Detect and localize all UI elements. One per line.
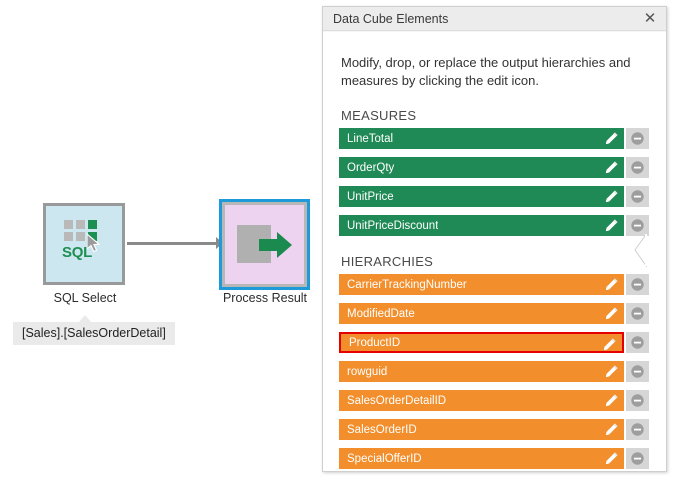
element-label: SalesOrderID	[347, 423, 417, 436]
minus-circle-icon[interactable]	[631, 394, 644, 407]
panel-body: Modify, drop, or replace the output hier…	[323, 32, 666, 471]
element-chip[interactable]: SalesOrderDetailID	[339, 390, 624, 411]
remove-element-button[interactable]	[626, 332, 649, 353]
pencil-icon[interactable]	[604, 306, 619, 321]
pencil-icon[interactable]	[604, 422, 619, 437]
remove-element-button[interactable]	[626, 448, 649, 469]
sql-select-node-label: SQL Select	[53, 291, 117, 305]
element-chip[interactable]: rowguid	[339, 361, 624, 382]
connector-line	[127, 242, 219, 245]
pencil-icon[interactable]	[604, 277, 619, 292]
sql-select-tooltip: [Sales].[SalesOrderDetail]	[13, 322, 175, 345]
element-chip[interactable]: CarrierTrackingNumber	[339, 274, 624, 295]
element-label: UnitPriceDiscount	[347, 219, 439, 232]
remove-element-button[interactable]	[626, 390, 649, 411]
process-export-arrow-icon	[236, 223, 293, 267]
element-label: LineTotal	[347, 132, 394, 145]
pencil-icon[interactable]	[604, 218, 619, 233]
element-label: UnitPrice	[347, 190, 394, 203]
element-chip[interactable]: SalesOrderID	[339, 419, 624, 440]
element-row[interactable]: CarrierTrackingNumber	[339, 274, 649, 295]
minus-circle-icon[interactable]	[631, 190, 644, 203]
pencil-icon[interactable]	[604, 393, 619, 408]
green-arrow-icon	[258, 231, 292, 258]
element-row[interactable]: UnitPrice	[339, 186, 649, 207]
process-result-node-label: Process Result	[222, 291, 308, 305]
pencil-icon[interactable]	[604, 189, 619, 204]
remove-element-button[interactable]	[626, 274, 649, 295]
panel-title: Data Cube Elements	[333, 12, 449, 26]
pencil-icon[interactable]	[604, 451, 619, 466]
element-row[interactable]: UnitPriceDiscount	[339, 215, 649, 236]
element-row[interactable]: rowguid	[339, 361, 649, 382]
panel-description: Modify, drop, or replace the output hier…	[341, 55, 631, 88]
connector-arrowhead	[216, 237, 223, 249]
minus-circle-icon[interactable]	[631, 132, 644, 145]
element-row[interactable]: ProductID	[339, 332, 649, 353]
element-label: SalesOrderDetailID	[347, 394, 447, 407]
element-label: OrderQty	[347, 161, 395, 174]
remove-element-button[interactable]	[626, 128, 649, 149]
element-label: SpecialOfferID	[347, 452, 422, 465]
minus-circle-icon[interactable]	[631, 278, 644, 291]
section-title-measures: MEASURES	[341, 108, 417, 123]
minus-circle-icon[interactable]	[631, 219, 644, 232]
element-row[interactable]: OrderQty	[339, 157, 649, 178]
pencil-icon[interactable]	[604, 160, 619, 175]
pencil-icon[interactable]	[602, 337, 617, 352]
remove-element-button[interactable]	[626, 419, 649, 440]
remove-element-button[interactable]	[626, 215, 649, 236]
minus-circle-icon[interactable]	[631, 452, 644, 465]
element-row[interactable]: SalesOrderDetailID	[339, 390, 649, 411]
pencil-icon[interactable]	[604, 131, 619, 146]
panel-pointer-notch	[634, 233, 647, 267]
process-result-node-box[interactable]	[219, 199, 310, 290]
remove-element-button[interactable]	[626, 361, 649, 382]
element-chip[interactable]: OrderQty	[339, 157, 624, 178]
section-title-hierarchies: HIERARCHIES	[341, 254, 434, 269]
element-label: CarrierTrackingNumber	[347, 278, 467, 291]
minus-circle-icon[interactable]	[631, 307, 644, 320]
remove-element-button[interactable]	[626, 157, 649, 178]
minus-circle-icon[interactable]	[631, 336, 644, 349]
remove-element-button[interactable]	[626, 186, 649, 207]
element-row[interactable]: LineTotal	[339, 128, 649, 149]
cursor-arrow-icon	[87, 234, 101, 253]
element-row[interactable]: SalesOrderID	[339, 419, 649, 440]
sql-icon-text: SQL	[62, 244, 92, 261]
element-label: ModifiedDate	[347, 307, 415, 320]
close-icon[interactable]: ✕	[643, 10, 657, 27]
minus-circle-icon[interactable]	[631, 423, 644, 436]
remove-element-button[interactable]	[626, 303, 649, 324]
element-label: ProductID	[349, 336, 401, 349]
element-chip[interactable]: ProductID	[339, 332, 624, 353]
minus-circle-icon[interactable]	[631, 365, 644, 378]
data-cube-elements-panel: Data Cube Elements ✕ Modify, drop, or re…	[322, 6, 667, 472]
element-chip[interactable]: UnitPrice	[339, 186, 624, 207]
element-label: rowguid	[347, 365, 388, 378]
element-row[interactable]: SpecialOfferID	[339, 448, 649, 469]
sql-grid-cursor-icon: SQL	[60, 218, 108, 270]
element-chip[interactable]: LineTotal	[339, 128, 624, 149]
pencil-icon[interactable]	[604, 364, 619, 379]
element-chip[interactable]: SpecialOfferID	[339, 448, 624, 469]
element-row[interactable]: ModifiedDate	[339, 303, 649, 324]
sql-select-node-box[interactable]: SQL	[43, 203, 125, 285]
tooltip-arrow	[78, 315, 92, 323]
element-chip[interactable]: UnitPriceDiscount	[339, 215, 624, 236]
element-chip[interactable]: ModifiedDate	[339, 303, 624, 324]
panel-header: Data Cube Elements ✕	[323, 7, 666, 31]
minus-circle-icon[interactable]	[631, 161, 644, 174]
